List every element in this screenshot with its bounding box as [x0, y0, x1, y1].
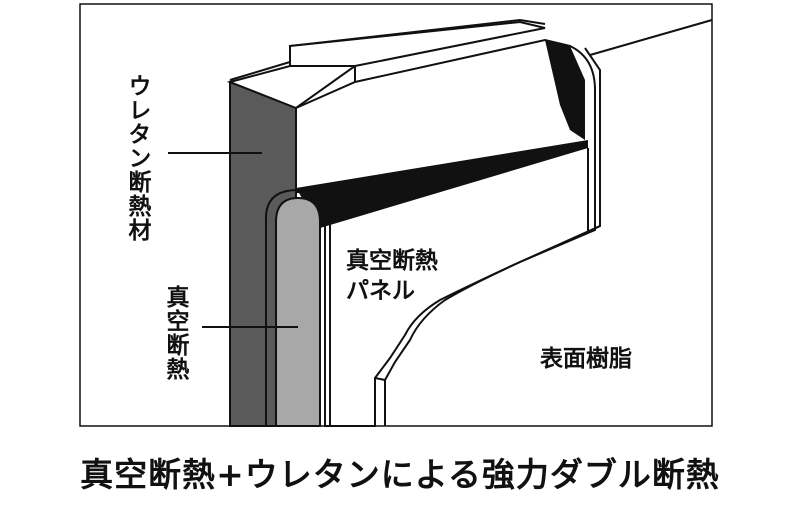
top-shadow	[545, 40, 585, 140]
vacuum-panel-label-line2: パネル	[346, 278, 415, 304]
vacuum-panel-outer-shell	[265, 188, 331, 426]
diagram-caption: 真空断熱+ウレタンによる強力ダブル断熱	[80, 455, 720, 494]
top-rib	[289, 20, 546, 67]
surface-band	[296, 140, 588, 228]
surface-resin-label: 表面樹脂	[540, 346, 632, 372]
vacuum-insulation-side-label: 真空断熱	[162, 285, 188, 381]
background-edge-line	[589, 19, 713, 56]
vacuum-insulation-panel	[275, 196, 321, 427]
surface-lower-edge	[384, 225, 601, 426]
vacuum-panel-label-line1: 真空断熱	[346, 248, 438, 274]
surface-lower-step	[374, 377, 386, 381]
urethane-insulation-label: ウレタン断熱材	[124, 74, 150, 242]
